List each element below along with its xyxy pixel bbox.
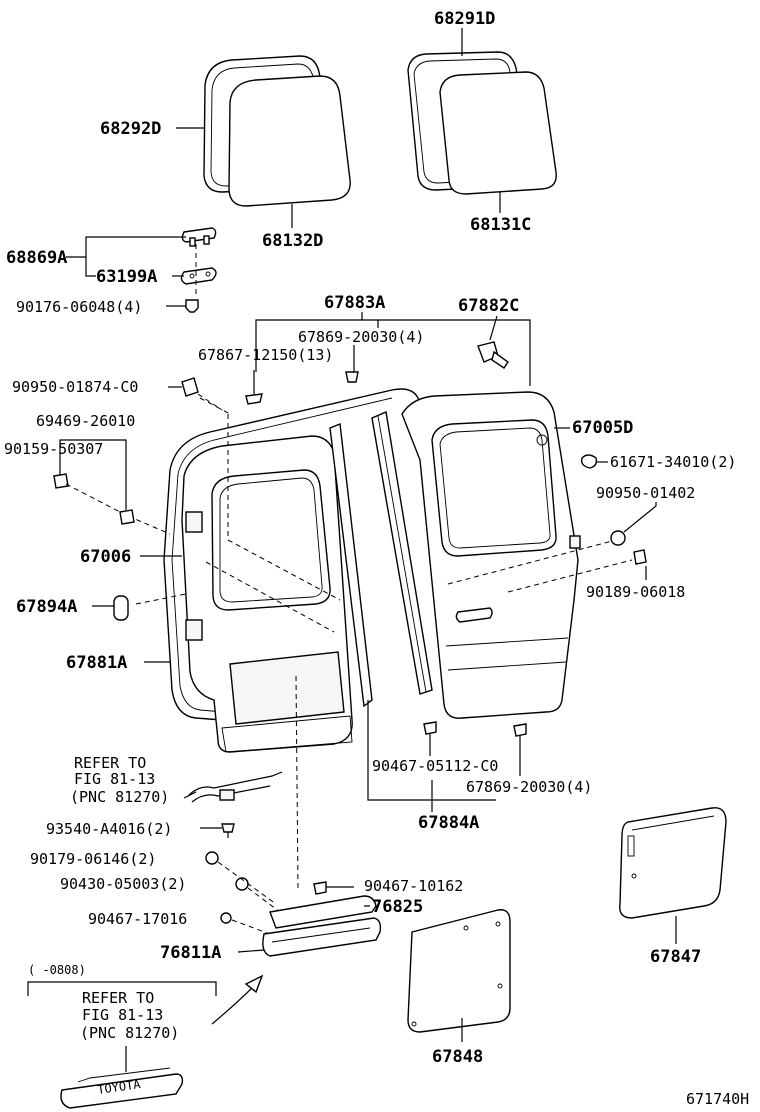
hinge-plate-63199A[interactable] xyxy=(180,267,217,285)
bolt-67869-bottom[interactable] xyxy=(513,723,527,737)
toyota-garnish[interactable] xyxy=(60,1067,184,1109)
trim-panel-67848[interactable] xyxy=(407,909,511,1033)
date-range: ( -0808) xyxy=(28,963,86,977)
label-68291D: 68291D xyxy=(434,9,495,29)
label-67882C: 67882C xyxy=(458,296,519,316)
label-67869-bottom: 67869-20030(4) xyxy=(466,778,592,796)
figure-code: 671740H xyxy=(686,1090,749,1108)
refer2-line1: REFER TO xyxy=(82,989,154,1007)
label-90179: 90179-06146(2) xyxy=(30,850,156,868)
label-67881A: 67881A xyxy=(66,653,127,673)
label-61671: 61671-34010(2) xyxy=(610,453,736,471)
screw-90159[interactable] xyxy=(53,473,69,489)
label-67884A: 67884A xyxy=(418,813,479,833)
label-68132D: 68132D xyxy=(262,231,323,251)
bolt-90467-05112[interactable] xyxy=(423,721,437,735)
refer2-line2: FIG 81-13 xyxy=(82,1006,163,1024)
glass-right-assembly xyxy=(407,51,557,195)
glass-left-assembly xyxy=(203,55,351,207)
arrow-icon xyxy=(211,974,264,1025)
label-67867: 67867-12150(13) xyxy=(198,346,333,364)
refer2-line3: (PNC 81270) xyxy=(80,1024,179,1042)
label-90159: 90159-50307 xyxy=(4,440,103,458)
clip-67869-top[interactable] xyxy=(345,371,359,383)
label-63199A: 63199A xyxy=(96,267,157,287)
label-90176: 90176-06048(4) xyxy=(16,298,142,316)
glass-68132D[interactable] xyxy=(228,75,351,207)
label-67869-top: 67869-20030(4) xyxy=(298,328,424,346)
label-69469: 69469-26010 xyxy=(36,412,135,430)
label-76825: 76825 xyxy=(372,897,423,917)
toyota-logo-text: TOYOTA xyxy=(96,1077,142,1097)
label-90950-a: 90950-01874-C0 xyxy=(12,378,138,396)
refer1-line2: FIG 81-13 xyxy=(74,770,155,788)
door-left-67006[interactable] xyxy=(181,435,353,753)
glass-68131C[interactable] xyxy=(439,71,557,195)
hinge-68869A[interactable] xyxy=(181,227,217,247)
clip-67867[interactable] xyxy=(245,393,263,405)
door-right-67005D[interactable] xyxy=(401,391,581,719)
label-90467-17016: 90467-17016 xyxy=(88,910,187,928)
stop-lamp-76811A[interactable] xyxy=(262,917,382,957)
label-68292D: 68292D xyxy=(100,119,161,139)
screw-93540[interactable] xyxy=(221,823,235,838)
cap-61671[interactable] xyxy=(580,454,598,469)
clip-90189[interactable] xyxy=(633,549,647,565)
weatherstrip-67881A[interactable] xyxy=(163,388,427,721)
label-90467-10162: 90467-10162 xyxy=(364,877,463,895)
clip-69469[interactable] xyxy=(119,509,135,525)
trim-panel-67847[interactable] xyxy=(619,807,727,919)
bolt-90176[interactable] xyxy=(185,299,199,313)
label-67883A: 67883A xyxy=(324,293,385,313)
clip-90950-b[interactable] xyxy=(610,530,626,546)
clip-67882C[interactable] xyxy=(477,341,509,369)
label-90189: 90189-06018 xyxy=(586,583,685,601)
label-93540: 93540-A4016(2) xyxy=(46,820,172,838)
label-67847: 67847 xyxy=(650,947,701,967)
wire-harness[interactable] xyxy=(187,771,283,803)
seal-strip-67884A[interactable] xyxy=(329,411,433,708)
refer1-line3: (PNC 81270) xyxy=(70,788,169,806)
label-90950-b: 90950-01402 xyxy=(596,484,695,502)
label-90430: 90430-05003(2) xyxy=(60,875,186,893)
refer1-line1: REFER TO xyxy=(74,754,146,772)
clip-90467-10162[interactable] xyxy=(313,881,327,895)
label-67005D: 67005D xyxy=(572,418,633,438)
label-67848: 67848 xyxy=(432,1047,483,1067)
plug-67894A[interactable] xyxy=(113,595,129,621)
nut-90179[interactable] xyxy=(205,851,219,865)
clip-90467-17016[interactable] xyxy=(220,912,232,924)
clip-90950-a[interactable] xyxy=(181,377,199,397)
label-76811A: 76811A xyxy=(160,943,221,963)
label-90467-05112: 90467-05112-C0 xyxy=(372,757,498,775)
label-67894A: 67894A xyxy=(16,597,77,617)
label-67006: 67006 xyxy=(80,547,131,567)
label-68869A: 68869A xyxy=(6,248,67,268)
bracket-76825[interactable] xyxy=(269,895,377,929)
label-68131C: 68131C xyxy=(470,215,531,235)
